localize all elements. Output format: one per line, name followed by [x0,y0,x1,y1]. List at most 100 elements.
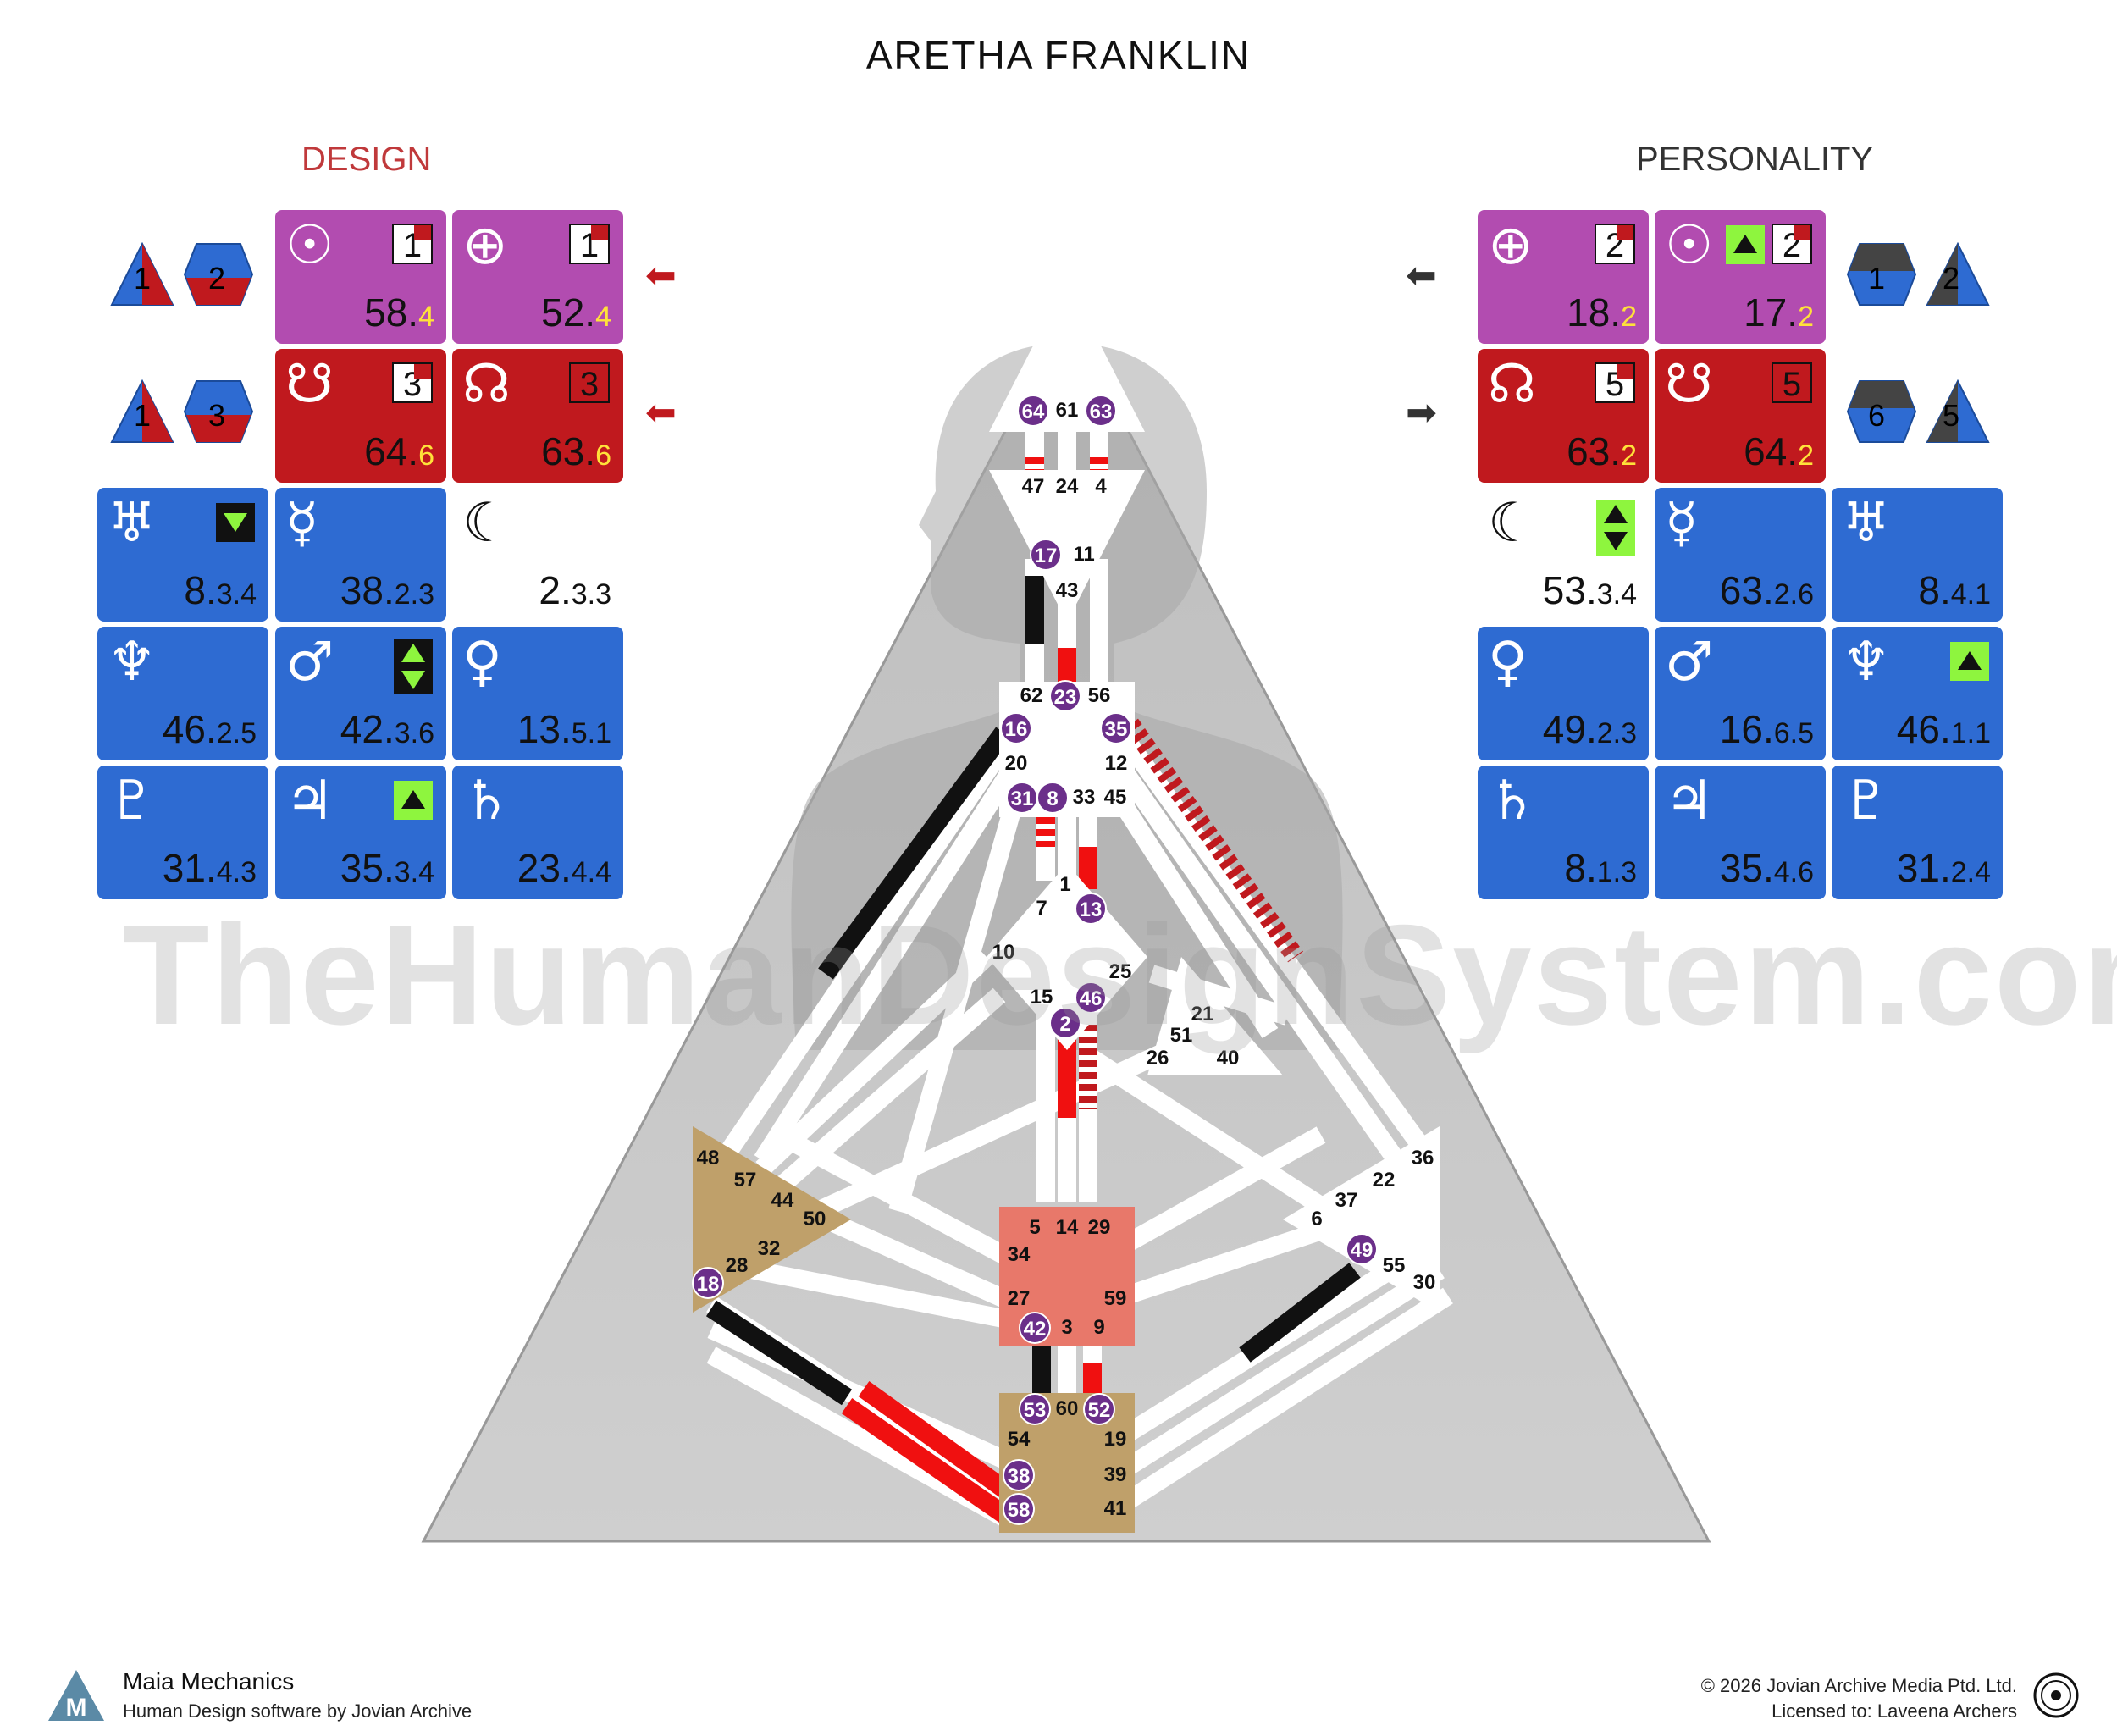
line-box: 1 [569,224,610,264]
personality-arrow-top-icon: ⬅ [1406,255,1437,296]
gate-26: 26 [1146,1047,1169,1070]
personality-variable-top-tri: 2 [1943,261,1960,296]
fixing-up-icon [394,781,433,820]
line-box: 5 [1595,362,1635,403]
personality-variable-bottom-tri: 5 [1943,398,1960,433]
gate-56: 56 [1087,684,1111,707]
gate-28: 28 [725,1254,749,1277]
design-south-node-card[interactable]: ☋ 3 64.6 [275,349,446,483]
personality-saturn-card[interactable]: ♄ 8.1.3 [1478,766,1649,899]
gate-19: 19 [1103,1428,1127,1451]
gate-39: 39 [1103,1463,1127,1486]
gate-23: 23 [1049,680,1081,712]
design-jupiter-card[interactable]: ♃ 35.3.4 [275,766,446,899]
line-box: 3 [392,362,433,403]
design-variables-bottom [110,379,254,443]
gate-34: 34 [1007,1243,1031,1266]
earth-icon: ⊕ [1488,214,1534,277]
personality-pluto-card[interactable]: ♇ 31.2.4 [1832,766,2003,899]
design-neptune-card[interactable]: ♆ 46.2.5 [97,627,268,760]
pluto-icon: ♇ [108,770,157,832]
design-mars-card[interactable]: ♂ 42.3.6 [275,627,446,760]
personality-neptune-card[interactable]: ♆ 46.1.1 [1832,627,2003,760]
fixing-updown-icon [1596,500,1635,556]
personality-mars-card[interactable]: ♂ 16.6.5 [1655,627,1826,760]
gate-1: 1 [1059,873,1071,896]
gate-25: 25 [1108,960,1132,983]
gate-42: 42 [1019,1312,1051,1344]
gate-3: 3 [1061,1316,1073,1339]
design-moon-card[interactable]: ☾ 2.3.3 [462,492,611,612]
design-sun-card[interactable]: ☉ 1 58.4 [275,210,446,344]
neptune-icon: ♆ [108,631,157,694]
design-mercury-card[interactable]: ☿ 38.2.3 [275,488,446,622]
personality-jupiter-card[interactable]: ♃ 35.4.6 [1655,766,1826,899]
fixing-up-icon [1726,225,1765,264]
gate-33: 33 [1072,786,1096,809]
gate-45: 45 [1103,786,1127,809]
sun-icon: ☉ [1665,214,1714,277]
moon-icon: ☾ [462,492,511,555]
line-box: 2 [1595,224,1635,264]
fixing-down-icon [216,503,255,542]
gate-36: 36 [1411,1147,1434,1169]
gate-64: 64 [1017,395,1049,427]
gate-30: 30 [1412,1271,1436,1294]
personality-sun-card[interactable]: ☉ 2 17.2 [1655,210,1826,344]
gate-35: 35 [1100,712,1132,744]
design-variable-bottom-tri: 1 [134,398,152,433]
gate-44: 44 [771,1189,794,1212]
design-earth-card[interactable]: ⊕ 1 52.4 [452,210,623,344]
line-box: 3 [569,362,610,403]
gate-50: 50 [803,1208,826,1230]
personality-arrow-bottom-icon: ➡ [1406,392,1437,434]
personality-moon-card[interactable]: ☾ 53.3.4 [1488,492,1637,612]
jovian-seal-icon [2033,1672,2079,1718]
personality-venus-card[interactable]: ♀ 49.2.3 [1478,627,1649,760]
gate-38: 38 [1003,1459,1035,1491]
uranus-icon: ♅ [1842,492,1891,555]
spleen-center [693,1126,851,1313]
gate-24: 24 [1055,475,1079,498]
personality-variables-bottom [1846,379,1990,443]
personality-earth-card[interactable]: ⊕ 2 18.2 [1478,210,1649,344]
gate-2: 2 [1049,1007,1081,1039]
saturn-icon: ♄ [462,770,511,832]
uranus-icon: ♅ [108,492,157,555]
footer-copyright: © 2026 Jovian Archive Media Ptd. Ltd. [1700,1675,2017,1696]
gate-40: 40 [1216,1047,1240,1070]
gate-5: 5 [1029,1216,1041,1239]
south-node-icon: ☋ [1665,353,1713,416]
venus-icon: ♀ [1488,631,1528,694]
gate-17: 17 [1030,539,1062,571]
personality-south-node-card[interactable]: ☋ 5 64.2 [1655,349,1826,483]
personality-uranus-card[interactable]: ♅ 8.4.1 [1832,488,2003,622]
gate-59: 59 [1103,1287,1127,1310]
mercury-icon: ☿ [285,492,319,555]
personality-north-node-card[interactable]: ☊ 5 63.2 [1478,349,1649,483]
earth-icon: ⊕ [462,214,508,277]
design-uranus-card[interactable]: ♅ 8.3.4 [97,488,268,622]
activated-channels [705,457,1361,1529]
gate-47: 47 [1021,475,1045,498]
personality-variable-bottom-hex: 6 [1868,398,1886,433]
design-variable-top-tri: 1 [134,261,152,296]
gate-41: 41 [1103,1497,1127,1520]
footer-subtitle: Human Design software by Jovian Archive [123,1700,473,1722]
mars-icon: ♂ [1665,631,1714,694]
gate-31: 31 [1006,782,1038,814]
gate-43: 43 [1055,579,1079,602]
design-pluto-card[interactable]: ♇ 31.4.3 [97,766,268,899]
maia-logo-icon: M [48,1670,104,1722]
gate-52: 52 [1083,1393,1115,1425]
neptune-icon: ♆ [1842,631,1891,694]
design-arrow-bottom-icon: ⬅ [645,392,677,434]
jupiter-icon: ♃ [285,770,334,832]
design-saturn-card[interactable]: ♄ 23.4.4 [452,766,623,899]
design-north-node-card[interactable]: ☊ 3 63.6 [452,349,623,483]
gate-29: 29 [1087,1216,1111,1239]
design-venus-card[interactable]: ♀ 13.5.1 [452,627,623,760]
head-center [989,279,1145,432]
personality-mercury-card[interactable]: ☿ 63.2.6 [1655,488,1826,622]
